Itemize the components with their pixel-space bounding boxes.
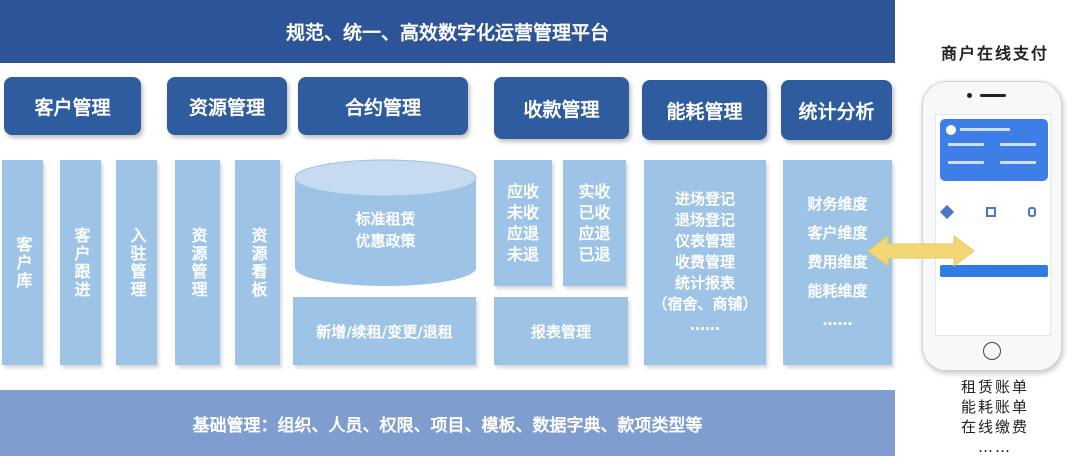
col-customer-settlein-label: 入驻管理 [127,226,147,299]
phone-mockup [922,81,1062,371]
header-contract: 合约管理 [298,77,468,135]
phone-app-icon[interactable] [939,204,955,220]
card-line [948,143,984,146]
base-management-bar: 基础管理：组织、人员、权限、项目、模板、数据字典、款项类型等 [0,390,895,456]
side-title: 商户在线支付 [940,44,1049,63]
receipt-right-item: 应退 [578,224,611,243]
header-stats: 统计分析 [781,80,892,140]
receipt-left-box: 应收 未收 应退 未退 [494,160,552,286]
base-management-label: 基础管理：组织、人员、权限、项目、模板、数据字典、款项类型等 [192,415,703,436]
platform-title: 规范、统一、高效数字化运营管理平台 [285,22,609,44]
card-line [1000,143,1036,146]
cylinder-line-1: 标准租赁 [355,210,416,228]
col-customer-library-label: 客户库 [13,235,33,290]
phone-speaker [980,94,1006,97]
stats-box: 财务维度 客户维度 费用维度 能耗维度 …… [783,160,892,365]
contract-bottom-label: 新增/续租/变更/退租 [316,322,453,341]
lock-icon[interactable] [1028,207,1036,217]
col-customer-followup-label: 客户跟进 [71,226,91,299]
col-customer-library: 客户库 [2,160,43,365]
side-list-item: 能耗账单 [960,398,1029,416]
stats-item: 能耗维度 [807,282,868,300]
receipt-left-item: 未收 [506,203,539,222]
energy-item: 退场登记 [674,211,735,229]
energy-item: 进场登记 [674,190,735,208]
receipt-right-item: 已退 [578,245,611,264]
header-stats-label: 统计分析 [798,100,875,123]
card-line [960,128,1010,131]
home-button[interactable] [983,342,1001,360]
col-customer-followup: 客户跟进 [60,160,101,365]
receipt-right-item: 已收 [578,203,611,222]
header-energy-label: 能耗管理 [666,100,743,123]
card-line [1000,161,1036,164]
col-resource-manage-label: 资源管理 [188,226,208,299]
cylinder-shape [294,159,477,286]
header-resource-label: 资源管理 [188,96,265,119]
header-customer: 客户管理 [4,77,141,135]
energy-box: 进场登记 退场登记 仪表管理 收费管理 统计报表 （宿舍、商铺） …… [644,160,766,365]
avatar [946,125,956,135]
energy-item: 收费管理 [674,253,735,271]
receipt-left-item: 未退 [506,245,539,264]
contract-bottom-box: 新增/续租/变更/退租 [293,297,476,365]
col-resource-board: 资源看板 [235,160,280,365]
receipt-right-item: 实收 [578,182,611,201]
receipt-bottom-label: 报表管理 [530,322,591,341]
double-arrow-icon [867,235,975,267]
energy-item: （宿舍、商铺） [652,295,758,313]
platform-banner: 规范、统一、高效数字化运营管理平台 [0,0,895,63]
stats-item: 费用维度 [807,253,868,271]
col-resource-manage: 资源管理 [175,160,220,365]
cylinder-text: 标准租赁 优惠政策 [293,208,478,252]
receipt-bottom-box: 报表管理 [494,297,628,365]
side-bill-list: 租赁账单 能耗账单 在线缴费 …… [940,377,1050,457]
energy-item: 仪表管理 [674,232,735,250]
phone-screen [935,114,1051,336]
header-customer-label: 客户管理 [34,96,111,119]
header-receipt: 收款管理 [494,77,629,139]
col-resource-board-label: 资源看板 [248,226,268,299]
phone-camera [967,93,972,98]
side-list-item: 租赁账单 [960,378,1029,396]
phone-app-icon[interactable] [986,207,996,217]
col-customer-settlein: 入驻管理 [116,160,157,365]
energy-item: 统计报表 [674,274,735,292]
side-list-item: 在线缴费 [960,418,1029,436]
receipt-right-box: 实收 已收 应退 已退 [563,160,626,286]
cylinder-line-2: 优惠政策 [355,232,416,250]
receipt-left-item: 应收 [506,182,539,201]
stats-item: 财务维度 [807,195,868,213]
phone-pay-button[interactable] [940,265,1048,277]
energy-item: …… [690,316,720,334]
side-list-item: …… [978,438,1012,456]
header-resource: 资源管理 [167,77,287,135]
receipt-left-item: 应退 [506,224,539,243]
stats-item: 客户维度 [807,224,868,242]
header-receipt-label: 收款管理 [523,98,600,121]
stats-item: …… [822,311,853,329]
phone-account-card [940,119,1048,181]
contract-cylinder: 标准租赁 优惠政策 [293,158,478,290]
card-line [948,161,984,164]
header-energy: 能耗管理 [642,80,767,140]
header-contract-label: 合约管理 [344,96,421,119]
